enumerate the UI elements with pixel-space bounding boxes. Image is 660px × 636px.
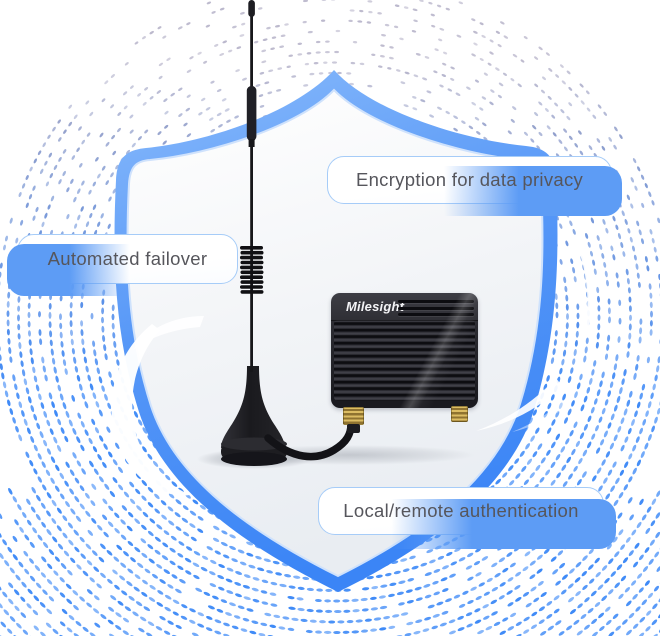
device-vents [398, 300, 474, 320]
antenna-rod [250, 2, 253, 372]
callout-failover: Automated failover [17, 234, 238, 284]
antenna-base-bottom [221, 452, 287, 466]
antenna-sleeve [246, 86, 257, 141]
callout-authentication: Local/remote authentication [318, 487, 604, 535]
cellular-gateway-device: Milesight [331, 293, 478, 408]
antenna-connector-left [343, 407, 364, 425]
antenna-base [221, 366, 285, 448]
device-heatsink-fins [334, 320, 475, 401]
callout-encryption: Encryption for data privacy [327, 156, 612, 204]
swirl-accents [111, 248, 594, 496]
device-top-panel: Milesight [331, 293, 478, 321]
callout-encryption-label: Encryption for data privacy [355, 169, 584, 190]
callout-authentication-label: Local/remote authentication [343, 500, 579, 521]
antenna-connector-right [451, 406, 468, 422]
antenna-coil [240, 246, 264, 294]
antenna [221, 0, 355, 466]
milesight-logo: Milesight [346, 299, 405, 314]
antenna-tip [248, 0, 255, 17]
antenna-connector-collar [347, 424, 360, 433]
callout-failover-label: Automated failover [47, 248, 208, 269]
antenna-collar [248, 139, 255, 147]
